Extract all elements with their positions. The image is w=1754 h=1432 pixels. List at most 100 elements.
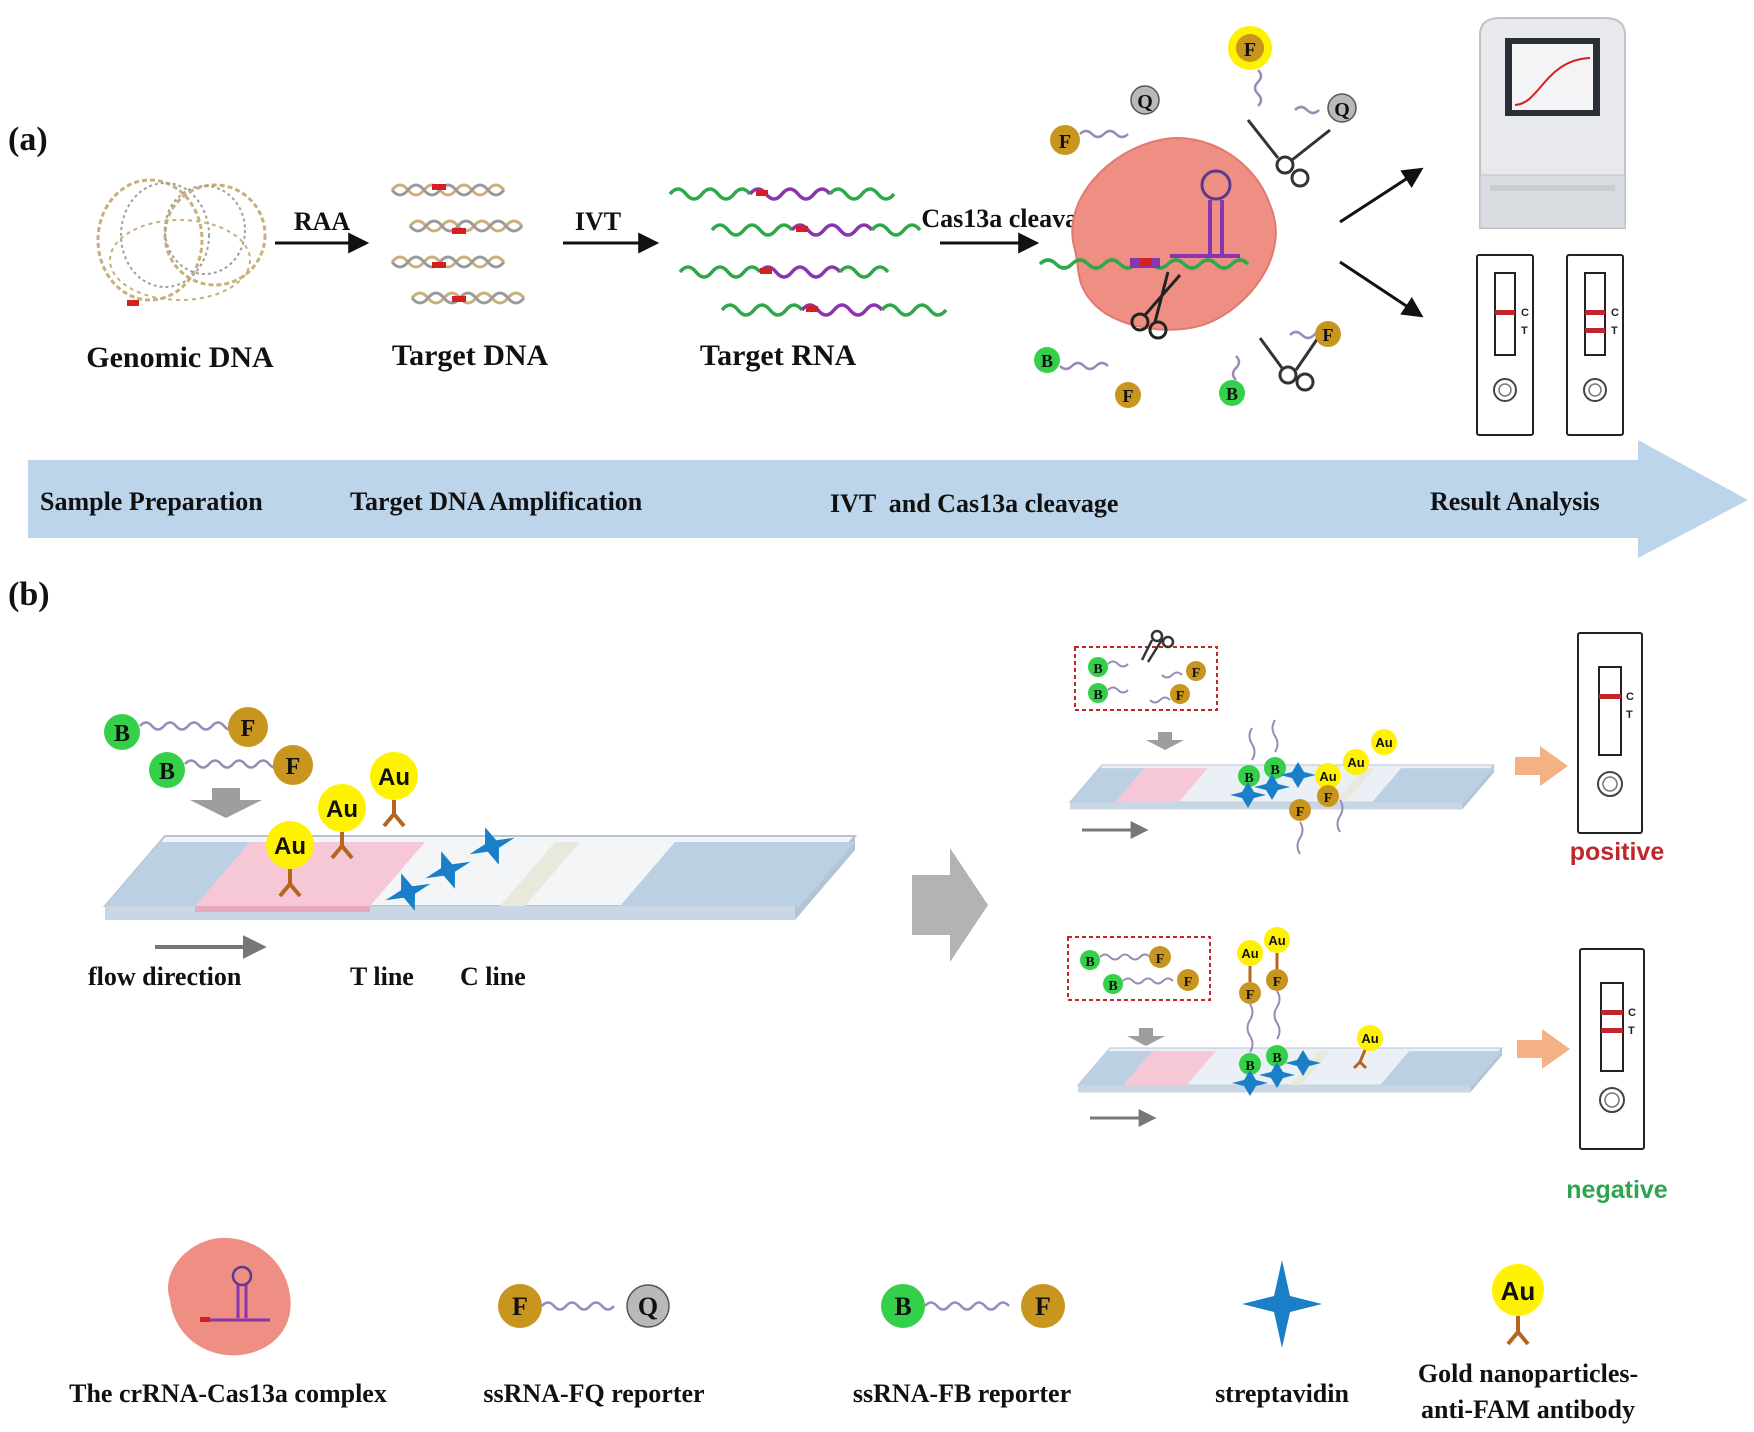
svg-text:T: T: [1626, 709, 1633, 721]
svg-text:C: C: [1628, 1007, 1636, 1019]
lateral-flow-strip-positive-result: C T: [1577, 632, 1643, 834]
ivt-label: IVT: [575, 207, 621, 236]
legend-gold-antibody-icon: Au: [1492, 1264, 1544, 1346]
fb-reporter-molecule: B F: [104, 707, 268, 750]
svg-text:F: F: [1184, 975, 1193, 990]
workflow-banner: [28, 440, 1748, 558]
negative-label: negative: [1566, 1176, 1668, 1204]
legend-fq-reporter-icon: F Q: [498, 1284, 670, 1328]
svg-text:F: F: [1244, 39, 1256, 61]
gold-nanoparticle-antibody: Au: [266, 821, 314, 898]
svg-text:Au: Au: [326, 796, 358, 823]
svg-text:B: B: [1272, 1051, 1281, 1066]
legend-streptavidin-label: streptavidin: [1215, 1379, 1349, 1408]
scissors-icon: [1246, 119, 1331, 188]
svg-text:B: B: [1085, 955, 1094, 970]
intact-fb-reporters: B F B F: [1080, 946, 1199, 994]
svg-text:Q: Q: [1334, 99, 1350, 121]
svg-text:Au: Au: [1347, 755, 1364, 770]
down-arrow-grey: [1146, 732, 1184, 750]
svg-text:F: F: [1059, 131, 1071, 153]
panel-b-label: (b): [8, 576, 50, 613]
svg-text:Au: Au: [1268, 933, 1285, 948]
scissors-icon: [1258, 334, 1322, 392]
svg-text:F: F: [512, 1292, 528, 1321]
legend-fq-reporter-label: ssRNA-FQ reporter: [483, 1379, 704, 1408]
positive-strip-binding: B B Au Au Au F F: [1230, 719, 1397, 855]
svg-text:F: F: [241, 716, 256, 742]
svg-text:T: T: [1611, 325, 1618, 337]
target-dna-illustration: [390, 183, 526, 305]
svg-text:T: T: [1628, 1025, 1635, 1037]
legend-fb-reporter-icon: B F: [881, 1284, 1065, 1328]
scissors-icon: [1140, 629, 1175, 663]
svg-text:Q: Q: [638, 1292, 658, 1321]
svg-text:B: B: [1093, 662, 1102, 677]
down-arrow-grey: [190, 788, 262, 818]
negative-reporter-box: [1067, 936, 1211, 1001]
svg-text:B: B: [159, 759, 175, 785]
cleaved-fb-reporters: B B F F: [1088, 657, 1206, 704]
target-rna-illustration: [668, 187, 948, 317]
flow-direction-label: flow direction: [88, 962, 242, 991]
legend-gold-antibody-label-line2: anti-FAM antibody: [1421, 1395, 1635, 1424]
negative-strip-binding: Au Au F F B B Au: [1232, 927, 1383, 1096]
result-arrow-upper: [1339, 167, 1424, 224]
result-arrow-lower: [1339, 260, 1424, 318]
svg-text:Au: Au: [1319, 769, 1336, 784]
c-line-label: C line: [460, 962, 526, 991]
svg-text:F: F: [286, 754, 301, 780]
svg-text:B: B: [1270, 763, 1279, 778]
svg-text:Au: Au: [1375, 735, 1392, 750]
banner-sample-preparation: Sample Preparation: [40, 487, 263, 516]
fb-reporter-cleaved: B F: [1219, 321, 1341, 406]
svg-text:Au: Au: [274, 833, 306, 860]
svg-text:F: F: [1246, 988, 1255, 1003]
positive-reporter-box: [1074, 646, 1218, 711]
svg-text:Au: Au: [1241, 946, 1258, 961]
result-arrow-orange: [1515, 746, 1568, 786]
gold-nanoparticle-antibody: Au: [370, 752, 418, 828]
svg-text:F: F: [1156, 952, 1165, 967]
lateral-flow-strip-negative-a: C T: [1476, 254, 1534, 436]
banner-target-dna-amplification: Target DNA Amplification: [350, 487, 643, 516]
svg-text:F: F: [1273, 975, 1282, 990]
svg-text:F: F: [1296, 805, 1305, 820]
svg-text:Q: Q: [1137, 91, 1153, 113]
target-rna-label: Target RNA: [700, 339, 857, 372]
panel-a-label: (a): [8, 121, 48, 158]
scissors-icon: [1130, 271, 1182, 340]
legend-complex-icon: [168, 1237, 291, 1356]
f-fluorophore-released: F Q: [1228, 26, 1357, 123]
cas13a-enzyme: [1038, 137, 1277, 331]
svg-text:B: B: [1226, 384, 1238, 404]
svg-text:T: T: [1521, 325, 1528, 337]
legend-streptavidin-icon: [1242, 1260, 1322, 1348]
target-dna-label: Target DNA: [392, 339, 549, 372]
svg-text:B: B: [1244, 771, 1253, 786]
svg-text:C: C: [1626, 691, 1634, 703]
positive-label: positive: [1570, 838, 1665, 866]
genomic-dna-illustration: [96, 178, 267, 306]
legend-fb-reporter-label: ssRNA-FB reporter: [853, 1379, 1071, 1408]
transition-arrow: [912, 848, 988, 962]
svg-text:F: F: [1324, 791, 1333, 806]
genomic-dna-label: Genomic DNA: [86, 341, 274, 374]
streptavidin-star: [385, 827, 515, 911]
legend-complex-label: The crRNA-Cas13a complex: [69, 1379, 387, 1408]
fb-reporter-molecule: B F: [149, 745, 313, 788]
svg-text:F: F: [1123, 386, 1134, 406]
lateral-flow-strip-positive: [1069, 764, 1495, 811]
fb-reporter-molecule: B F: [1034, 347, 1141, 408]
svg-text:B: B: [1093, 688, 1102, 703]
svg-text:B: B: [114, 721, 130, 747]
gold-nanoparticle-antibody: Au: [318, 784, 366, 860]
t-line-label: T line: [350, 962, 414, 991]
svg-text:C: C: [1611, 307, 1619, 319]
fq-reporter-molecule: F Q: [1050, 85, 1160, 155]
lateral-flow-strip-negative-result: C T: [1579, 948, 1645, 1150]
svg-text:B: B: [1245, 1059, 1254, 1074]
banner-result-analysis: Result Analysis: [1430, 487, 1600, 516]
svg-text:F: F: [1192, 666, 1201, 681]
